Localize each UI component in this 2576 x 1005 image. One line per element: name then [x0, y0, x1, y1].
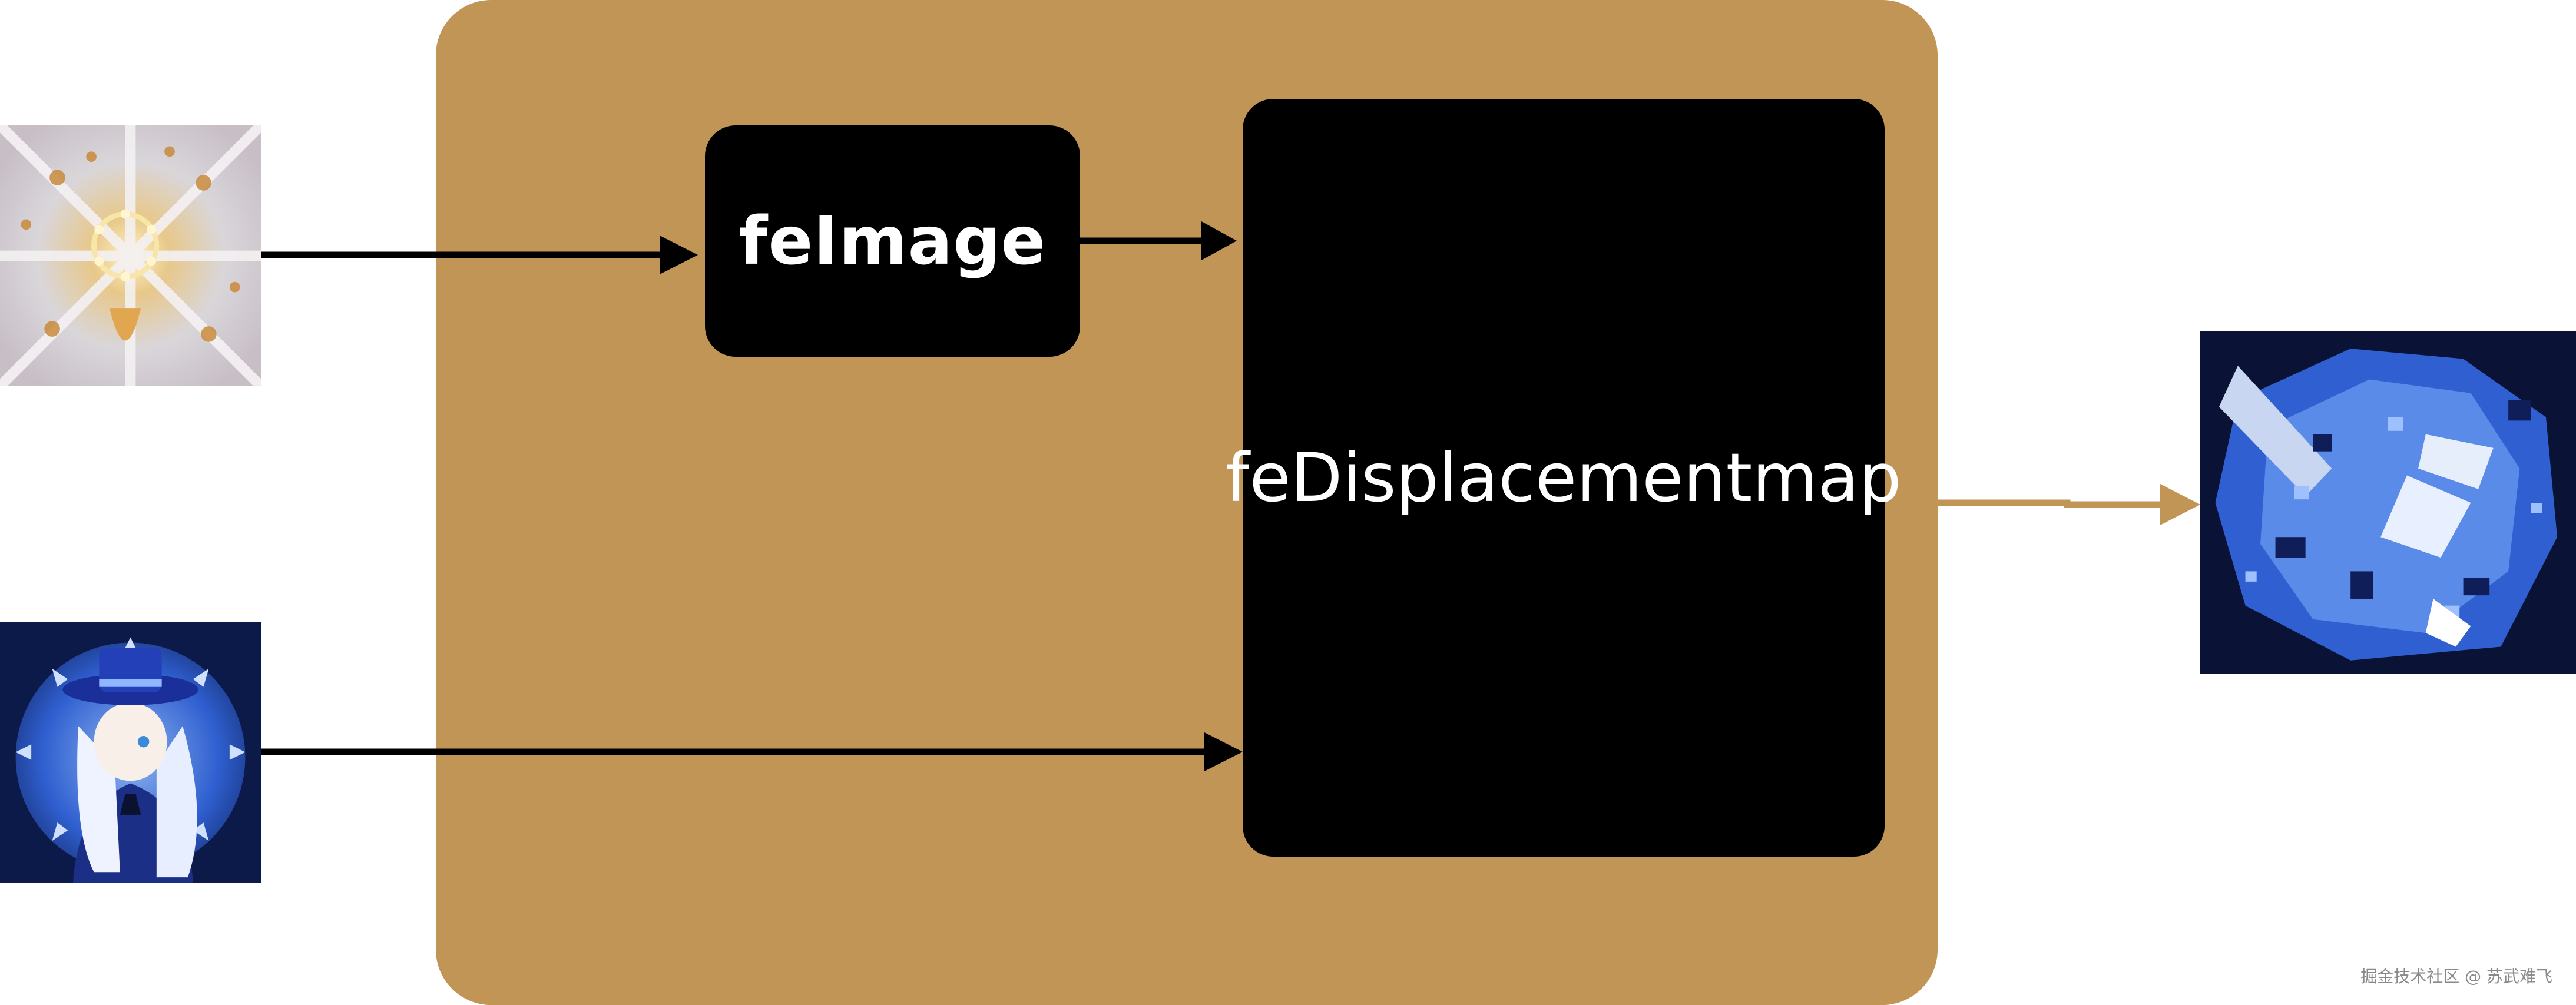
edge-fedisplacementmap-to-result [1938, 484, 2200, 525]
displacement-result-picture [2200, 331, 2576, 674]
character-illustration-picture [0, 622, 261, 883]
character-illustration-image [0, 622, 261, 883]
watermark-text: 掘金技术社区 @ 苏武难飞 [2360, 967, 2552, 986]
fedisplacementmap-node: feDisplacementmap [1226, 99, 1902, 857]
edge-fedisplacementmap-to-result-arrowhead [2160, 484, 2200, 525]
cathedral-ceiling-image [0, 125, 261, 386]
feimage-node: feImage [705, 125, 1080, 357]
feimage-node-label: feImage [739, 203, 1047, 280]
displacement-result-image [2200, 331, 2576, 674]
cathedral-ceiling-picture [0, 125, 261, 386]
fedisplacementmap-node-label: feDisplacementmap [1226, 439, 1902, 517]
